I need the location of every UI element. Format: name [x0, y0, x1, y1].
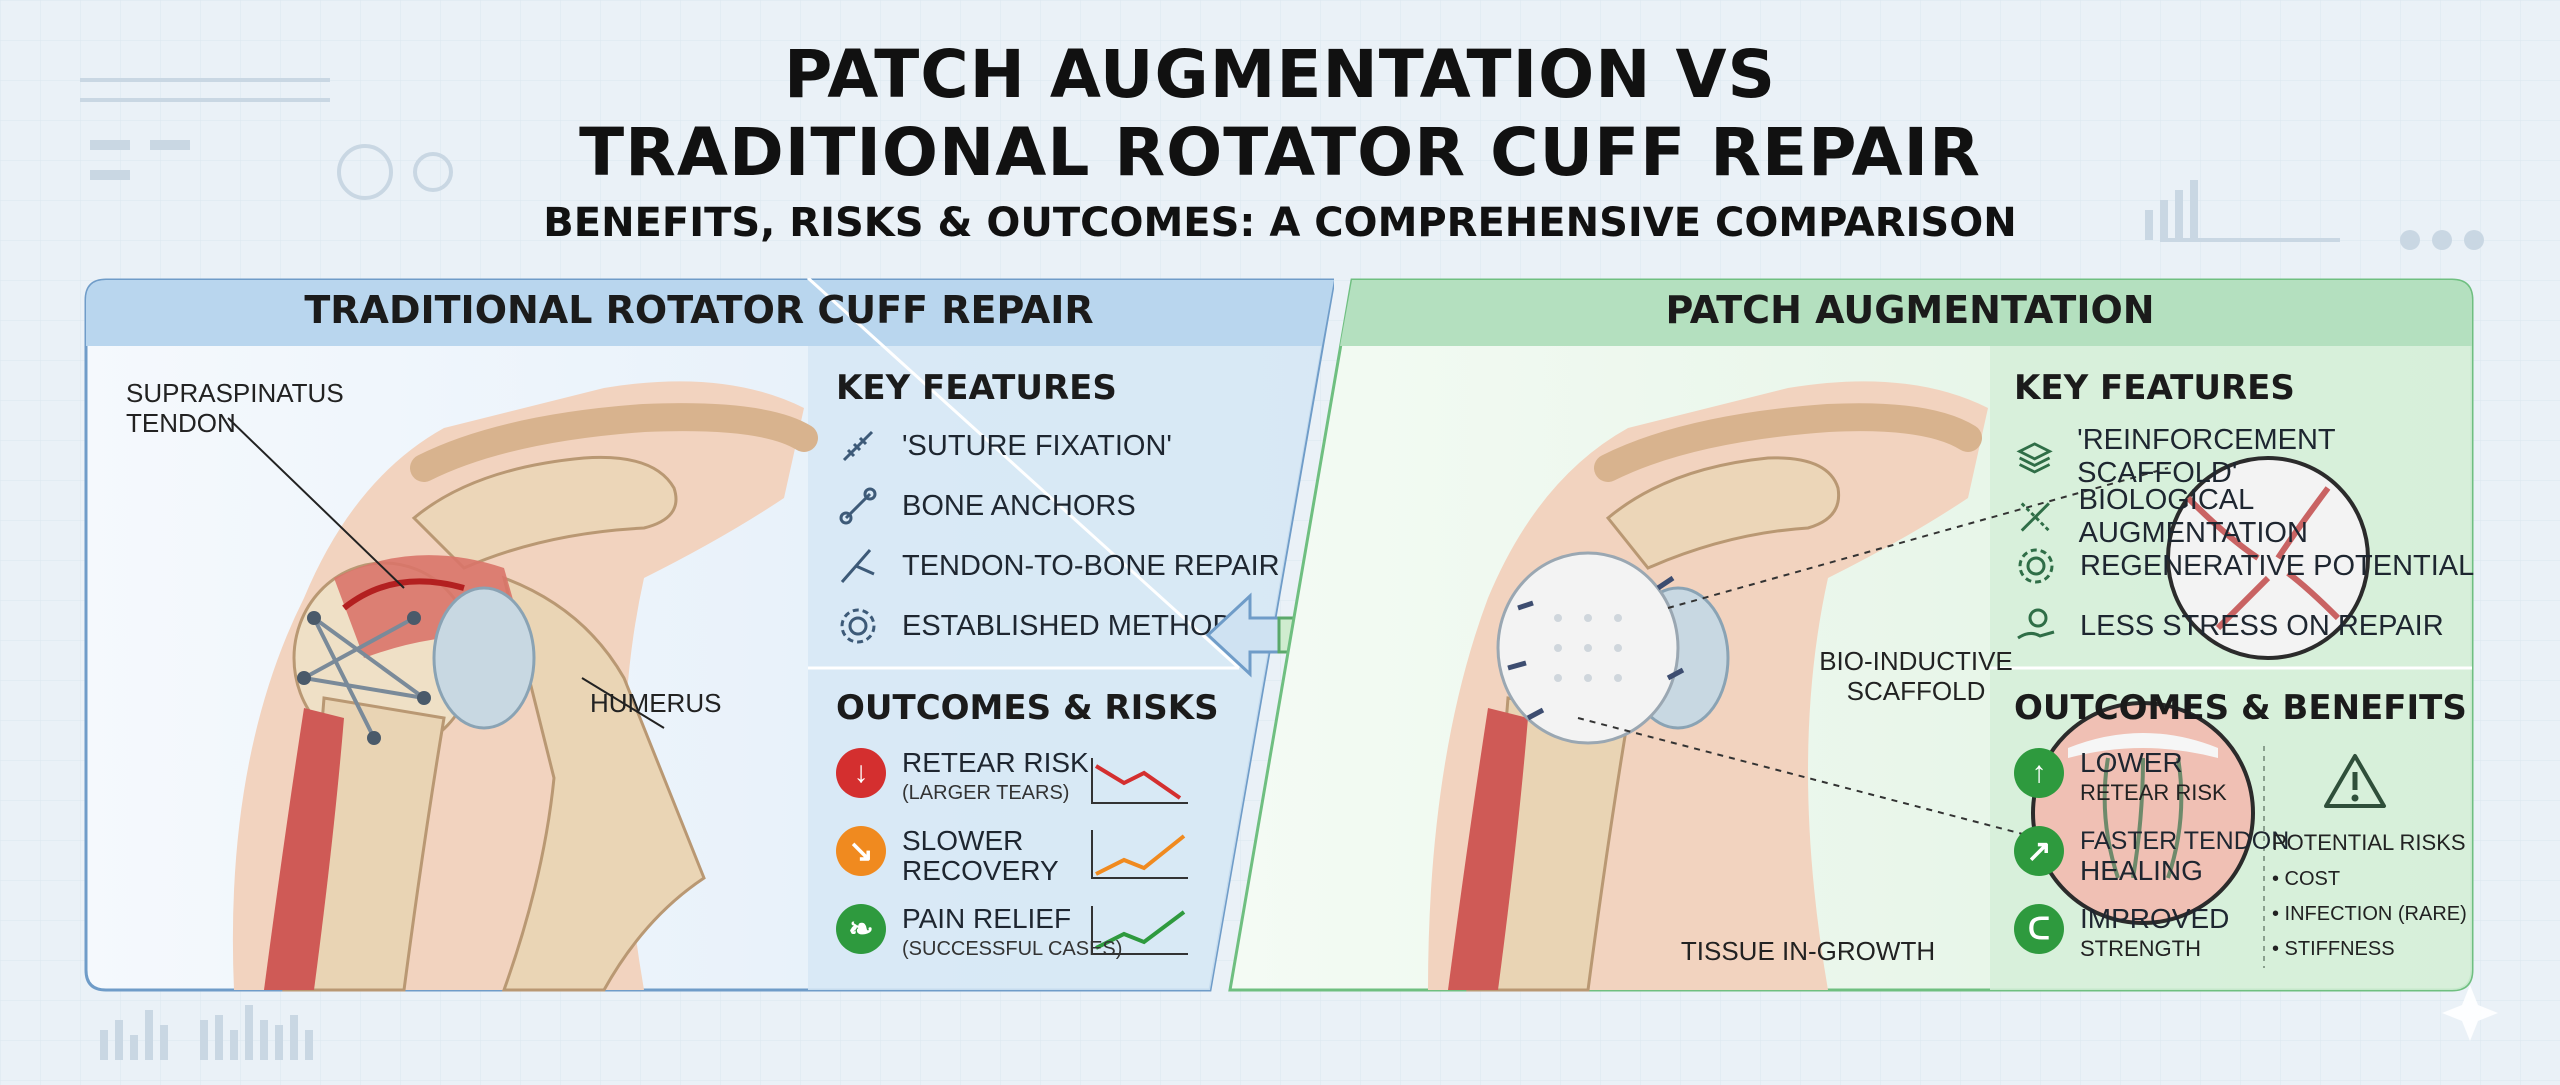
gear-icon	[2018, 548, 2054, 584]
feature-label: REGENERATIVE POTENTIAL	[2080, 549, 2475, 582]
feature-label: BIOLOGICAL AUGMENTATION	[2078, 484, 2308, 549]
outcome-sub: (SUCCESSFUL CASES)	[902, 938, 1123, 960]
outcome-pain-relief: ❧ PAIN RELIEF (SUCCESSFUL CASES)	[836, 904, 1122, 964]
tissue-ingrowth-circle	[2031, 701, 2255, 925]
outcome-sub: STRENGTH	[2080, 936, 2201, 961]
traditional-repair-panel: TRADITIONAL ROTATOR CUFF REPAIR SUPRASPI…	[84, 278, 1334, 993]
gear-icon	[840, 608, 876, 644]
feature-suture-fixation: 'SUTURE FIXATION'	[836, 424, 1172, 468]
scaffold-magnified-circle	[2166, 456, 2370, 660]
feature-reinforcement-scaffold: 'REINFORCEMENT SCAFFOLD'	[2014, 424, 2476, 490]
outcome-label: SLOWER	[902, 825, 1024, 856]
patch-panel-frame	[1228, 278, 2474, 992]
title-line-1: PATCH AUGMENTATION VS	[783, 36, 1777, 113]
arrow-down-right-icon: ↘	[836, 826, 886, 876]
supraspinatus-label-line-1: SUPRASPINATUS	[126, 378, 344, 408]
patch-augmentation-panel: PATCH AUGMENTATION BIO-INDUCTIVE SCAFFOL…	[1228, 278, 2476, 993]
feature-label: 'SUTURE FIXATION'	[902, 429, 1172, 462]
feature-label: TENDON-TO-BONE REPAIR	[902, 549, 1280, 582]
tissue-ingrowth-label: TISSUE IN-GROWTH	[1680, 936, 1936, 966]
outcome-label: PAIN RELIEF	[902, 903, 1072, 934]
hand-coin-icon	[2017, 608, 2055, 640]
outcome-sub: HEALING	[2080, 855, 2203, 886]
arrow-down-icon: ↓	[836, 748, 886, 798]
supraspinatus-label: SUPRASPINATUS TENDON	[126, 378, 344, 438]
feature-less-stress: LESS STRESS ON REPAIR	[2014, 604, 2444, 648]
outcome-label: IMPROVED	[2080, 903, 2230, 934]
arrow-up-right-icon: ↗	[2014, 826, 2064, 876]
risk-item: • INFECTION (RARE)	[2272, 903, 2467, 925]
warning-icon	[2324, 754, 2386, 808]
title-line-2: TRADITIONAL ROTATOR CUFF REPAIR	[579, 114, 1981, 191]
scaffold-label-line-2: SCAFFOLD	[1846, 676, 1986, 706]
patch-shoulder-illustration	[1428, 381, 2370, 992]
leaf-icon: ❧	[836, 904, 886, 954]
outcome-retear-risk: ↓ RETEAR RISK (LARGER TEARS)	[836, 748, 1089, 808]
feature-tendon-to-bone: TENDON-TO-BONE REPAIR	[836, 544, 1280, 588]
humerus-label: HUMERUS	[590, 688, 722, 718]
outcome-label: RETEAR RISK	[902, 747, 1089, 778]
outcome-label: LOWER	[2080, 747, 2183, 778]
traditional-features-title: KEY FEATURES	[836, 368, 1117, 408]
patch-outcomes-title: OUTCOMES & BENEFITS	[2014, 688, 2467, 728]
patch-features-title: KEY FEATURES	[2014, 368, 2295, 408]
scaffold-label-line-1: BIO-INDUCTIVE	[1819, 646, 2013, 676]
pain-relief-trend-chart	[1091, 906, 1188, 955]
outcome-sub: RECOVERY	[902, 855, 1059, 886]
retear-trend-chart	[1091, 758, 1188, 804]
patch-panel-header: PATCH AUGMENTATION	[1665, 288, 2155, 332]
traditional-outcomes-title: OUTCOMES & RISKS	[836, 688, 1219, 728]
recovery-trend-chart	[1091, 830, 1188, 879]
outcome-sub: RETEAR RISK	[2080, 780, 2227, 805]
feature-established-method: ESTABLISHED METHOD	[836, 604, 1233, 648]
bio-inductive-scaffold-label: BIO-INDUCTIVE SCAFFOLD	[1806, 646, 2026, 706]
bone-anchor-icon	[839, 487, 877, 525]
feature-label: BONE ANCHORS	[902, 489, 1136, 522]
suture-icon	[842, 430, 874, 462]
risk-item: • STIFFNESS	[2272, 938, 2395, 960]
traditional-panel-header: TRADITIONAL ROTATOR CUFF REPAIR	[304, 288, 1094, 332]
potential-risks: POTENTIAL RISKS • COST • INFECTION (RARE…	[2272, 830, 2472, 967]
outcome-sub: (LARGER TEARS)	[902, 782, 1070, 804]
outcome-label: FASTER TENDON	[2080, 827, 2290, 855]
tendon-repair-icon	[840, 549, 875, 583]
risk-item: • COST	[2272, 868, 2341, 890]
traditional-shoulder-illustration	[227, 381, 818, 992]
supraspinatus-label-line-2: TENDON	[126, 408, 236, 438]
arrow-up-icon: ↑	[2014, 748, 2064, 798]
traditional-panel-frame	[84, 278, 1334, 992]
dna-icon	[2020, 502, 2050, 532]
feature-regenerative-potential: REGENERATIVE POTENTIAL	[2014, 544, 2474, 588]
bicep-icon: ᑕ	[2014, 904, 2064, 954]
subtitle: BENEFITS, RISKS & OUTCOMES: A COMPREHENS…	[543, 200, 2017, 246]
feature-label: ESTABLISHED METHOD	[902, 609, 1234, 642]
feature-bone-anchors: BONE ANCHORS	[836, 484, 1136, 528]
potential-risks-title: POTENTIAL RISKS	[2272, 830, 2466, 855]
feature-biological-augmentation: BIOLOGICAL AUGMENTATION	[2014, 484, 2476, 550]
feature-label: 'REINFORCEMENT SCAFFOLD'	[2077, 424, 2336, 489]
feature-label: LESS STRESS ON REPAIR	[2080, 609, 2444, 642]
layers-icon	[2016, 442, 2053, 474]
